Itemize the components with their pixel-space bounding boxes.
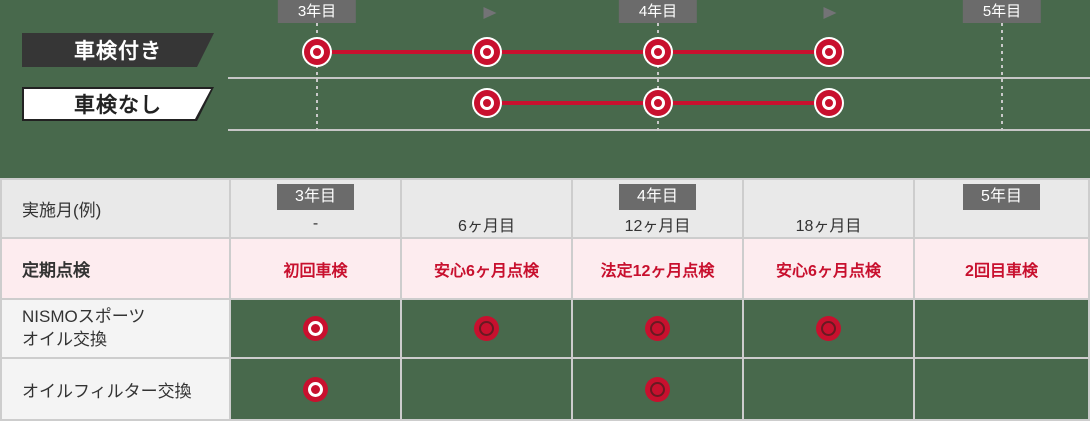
year3-badge: 3年目 xyxy=(277,0,357,23)
with-inspection-ribbon: 車検付き xyxy=(22,33,214,67)
year4-badge: 4年目 xyxy=(618,0,698,23)
inspection-cell: 安心6ヶ月点検 xyxy=(744,239,913,298)
arrow-right-icon xyxy=(823,7,837,19)
double-circle-white-icon xyxy=(303,376,328,402)
inspection-cell: 安心6ヶ月点検 xyxy=(402,239,571,298)
nismo-oil-cell-year5 xyxy=(915,300,1088,357)
year4-dotted-line xyxy=(657,23,659,131)
header-cell-year4: 4年目 12ヶ月目 xyxy=(573,180,742,237)
timeline-marker-icon xyxy=(645,39,671,65)
ribbon-fill xyxy=(24,89,211,119)
with-inspection-label: 車検付き xyxy=(74,40,162,63)
month-label: 12ヶ月目 xyxy=(624,217,691,235)
double-circle-dark-icon xyxy=(816,316,841,341)
oil-filter-cell-12month xyxy=(573,359,742,419)
inspection-cell: 初回車検 xyxy=(231,239,400,298)
with-inspection-line xyxy=(317,50,829,54)
oil-filter-cell-year5 xyxy=(915,359,1088,419)
header-cell-year3: 3年目 - xyxy=(231,180,400,237)
nismo-oil-row-label: NISMOスポーツ オイル交換 xyxy=(2,300,229,357)
nismo-oil-cell-year3 xyxy=(231,300,400,357)
header-cell-18month: 18ヶ月目 xyxy=(744,180,913,237)
year5-badge: 5年目 xyxy=(962,0,1042,23)
double-circle-dark-icon xyxy=(474,316,499,341)
year3-dotted-line xyxy=(316,23,318,131)
nismo-oil-cell-12month xyxy=(573,300,742,357)
inspection-row-label: 定期点検 xyxy=(2,239,229,298)
timeline-marker-icon xyxy=(304,39,330,65)
month-label: - xyxy=(312,214,319,232)
nismo-oil-label-line1: NISMOスポーツ xyxy=(22,306,146,326)
maintenance-schedule-table: 実施月(例) 3年目 - 6ヶ月目 4年目 12ヶ月目 18ヶ月目 5年目 定期… xyxy=(0,178,1090,421)
header-row-label: 実施月(例) xyxy=(2,180,229,237)
header-cell-year5: 5年目 xyxy=(915,180,1088,237)
oil-filter-cell-year3 xyxy=(231,359,400,419)
double-circle-dark-icon xyxy=(645,316,670,341)
timeline-marker-icon xyxy=(474,39,500,65)
oil-filter-cell-6month xyxy=(402,359,571,419)
timeline-divider xyxy=(228,77,1090,79)
inspection-cell: 法定12ヶ月点検 xyxy=(573,239,742,298)
inspection-cell: 2回目車検 xyxy=(915,239,1088,298)
nismo-oil-cell-6month xyxy=(402,300,571,357)
oil-filter-cell-18month xyxy=(744,359,913,419)
year5-table-badge: 5年目 xyxy=(963,184,1040,210)
year5-dotted-line xyxy=(1001,23,1003,131)
header-cell-6month: 6ヶ月目 xyxy=(402,180,571,237)
year3-table-badge: 3年目 xyxy=(277,184,354,210)
year4-table-badge: 4年目 xyxy=(619,184,696,210)
without-inspection-label: 車検なし xyxy=(74,94,162,117)
timeline-marker-icon xyxy=(816,39,842,65)
without-inspection-ribbon: 車検なし xyxy=(22,87,214,121)
nismo-oil-label-line2: オイル交換 xyxy=(22,329,107,349)
oil-filter-row-label: オイルフィルター交換 xyxy=(2,359,229,419)
arrow-right-icon xyxy=(483,7,497,19)
timeline-divider xyxy=(228,129,1090,131)
timeline-marker-icon xyxy=(816,90,842,116)
double-circle-white-icon xyxy=(303,316,328,341)
nismo-oil-cell-18month xyxy=(744,300,913,357)
double-circle-dark-icon xyxy=(645,376,670,402)
timeline-marker-icon xyxy=(645,90,671,116)
inspection-timeline: 3年目 4年目 5年目 車検付き 車検なし xyxy=(0,0,1090,178)
month-label: 6ヶ月目 xyxy=(458,217,515,235)
month-label: 18ヶ月目 xyxy=(795,217,862,235)
timeline-marker-icon xyxy=(474,90,500,116)
